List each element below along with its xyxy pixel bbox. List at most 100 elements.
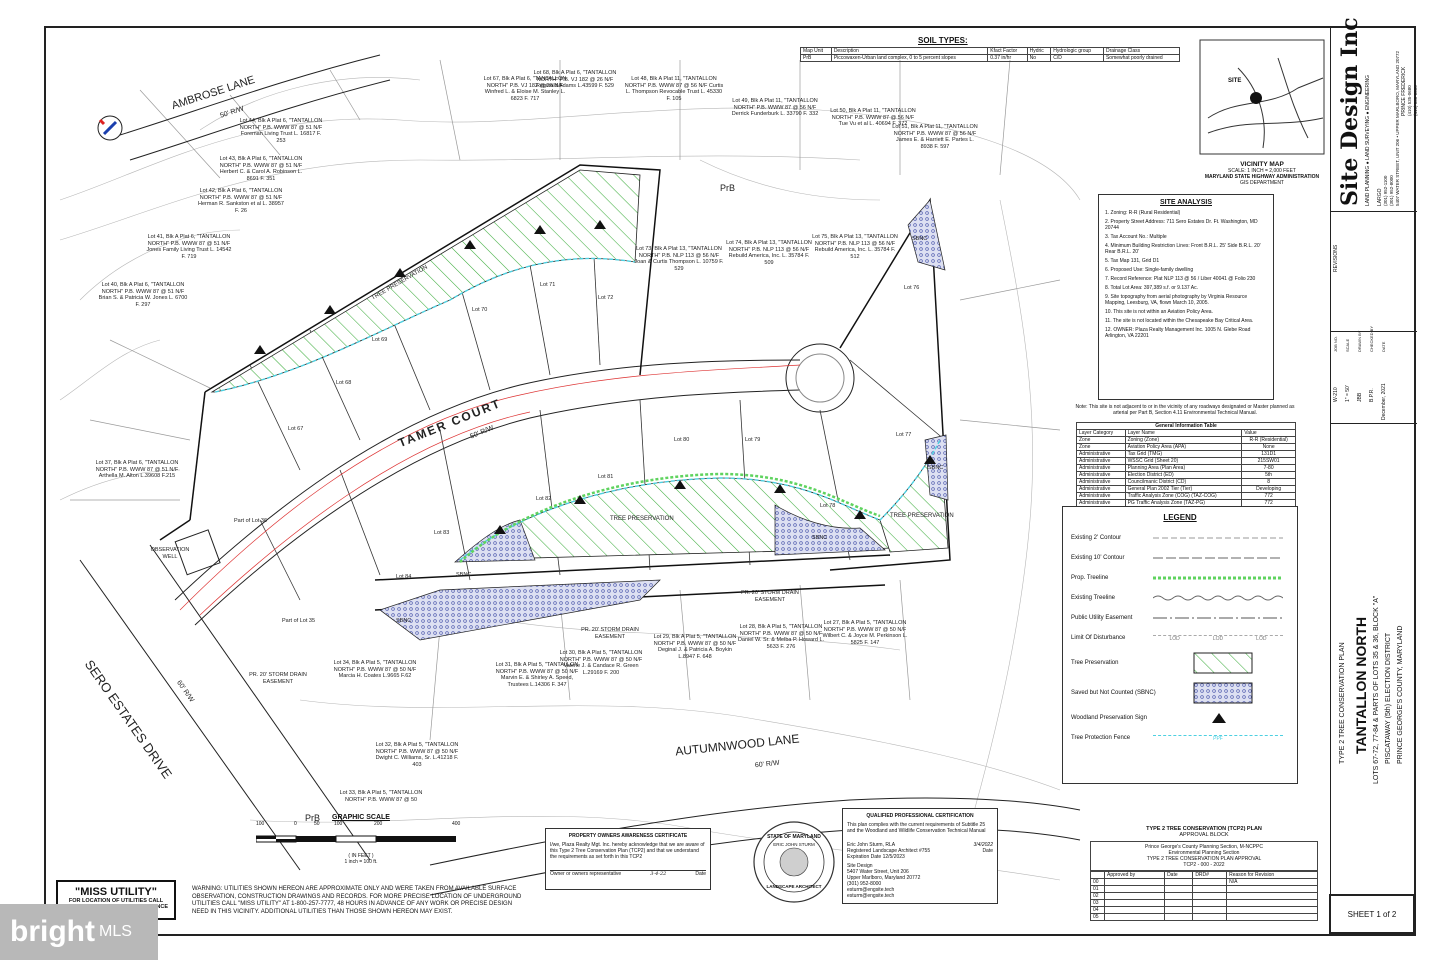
miss-utility-sub: FOR LOCATION OF UTILITIES CALL [68, 898, 164, 904]
vicinity-map: SITE VICINITY MAP SCALE: 1 INCH = 2,000 … [1198, 38, 1326, 188]
bright-mls-watermark: bright MLS [0, 904, 158, 960]
firm-phone: (301) 952-1100 [1383, 175, 1388, 206]
sheet-number: SHEET 1 of 2 [1347, 909, 1397, 919]
qualified-email: esturm@engsite.tech [847, 893, 895, 899]
owner-label: Lot 49, Blk A Plat 11, "TANTALLON NORTH"… [731, 98, 819, 117]
gi-cell: Developing [1241, 485, 1296, 493]
site-analysis-block: SITE ANALYSIS 1. Zoning: R-R (Rural Resi… [1098, 194, 1274, 400]
storm-drain-label: PR. 20' STORM DRAIN EASEMENT [249, 672, 307, 685]
vicinity-scale: SCALE: 1 INCH = 2,000 FEET [1228, 168, 1296, 174]
soil-types-block: SOIL TYPES: Map Unit Description Kfact F… [800, 36, 1181, 62]
scale-bar [255, 835, 456, 843]
owner-label: Lot 32, Blk A Plat 5, "TANTALLON NORTH" … [375, 742, 459, 768]
owners-cert-sig-label: Owner or owners representative [550, 871, 622, 877]
lot-label: Lot 81 [598, 474, 614, 480]
sbnc-area-2 [924, 434, 949, 501]
qualified-exp: Expiration Date 12/5/2023 [847, 854, 905, 860]
owner-label: Lot 37, Blk A Plat 6, "TANTALLON NORTH" … [95, 460, 179, 479]
project-district: PISCATAWAY (5th) ELECTION DISTRICT [1385, 632, 1392, 764]
legend-ppf: PPF [1153, 734, 1283, 742]
revisions-label: REVISIONS [1333, 244, 1339, 272]
project-county: PRINCE GEORGE'S COUNTY, MARYLAND [1397, 625, 1404, 764]
gi-cell: Planning Area (Plan Area) [1124, 464, 1243, 472]
gi-cell: Administrative [1076, 492, 1126, 500]
site-analysis-item: 12. OWNER: Plaza Realty Management Inc. … [1105, 327, 1251, 339]
graphic-scale-title: GRAPHIC SCALE [332, 814, 390, 821]
approval-cell: N/A [1226, 878, 1318, 886]
sheet-box: SHEET 1 of 2 [1329, 894, 1415, 934]
qualified-addr: Upper Marlboro, Maryland 20772 [847, 875, 921, 881]
scale-value: 1" = 50' [1345, 385, 1351, 402]
watermark-sub: MLS [98, 923, 132, 940]
scale-tick: 100 [334, 821, 343, 827]
lot-label: Lot 70 [472, 307, 488, 313]
gi-header: Value [1241, 429, 1296, 437]
soil-header: Drainage Class [1102, 47, 1181, 55]
legend-label: Existing 2' Contour [1071, 535, 1122, 541]
lot-label: Lot 78 [820, 503, 836, 509]
sbnc-area-1 [907, 199, 946, 271]
firm-phone: (301) 952-8000 [1389, 175, 1394, 206]
legend-lod-text: LOD [1212, 635, 1224, 642]
vicinity-site-label: SITE [1228, 78, 1242, 84]
lot-label: Lot 82 [536, 496, 552, 502]
date-value: December, 2021 [1381, 383, 1387, 420]
lot-label: Lot 83 [434, 530, 450, 536]
sbnc-label: SBNC [928, 465, 944, 471]
qualified-email: esturm@engsite.tech [847, 887, 895, 893]
vicinity-title: VICINITY MAP [1240, 161, 1284, 168]
firm-name-box: Site Design Inc LAND PLANNING ● LAND SUR… [1331, 17, 1418, 212]
gi-cell: 8 [1241, 478, 1296, 486]
utility-warning: WARNING: UTILITIES SHOWN HEREON ARE APPR… [192, 886, 522, 915]
owner-label: Lot 33, Blk A Plat 5, "TANTALLON NORTH" … [339, 790, 423, 803]
scale-tick: 400 [452, 821, 461, 827]
site-analysis-title: SITE ANALYSIS [1160, 199, 1212, 206]
legend-row: Limit Of Disturbance LOD LOD LOD [1071, 628, 1289, 648]
graphic-scale: GRAPHIC SCALE 100 0 50 100 200 400 ( IN … [255, 814, 466, 865]
approval-cell: 00 [1090, 878, 1105, 886]
site-analysis-item: 2. Property Street Address: 711 Sero Est… [1105, 219, 1258, 231]
title-block: Site Design Inc LAND PLANNING ● LAND SUR… [1329, 17, 1418, 936]
gi-cell: Election District (ED) [1124, 471, 1243, 479]
owners-cert-date: 3-4-22 [650, 871, 667, 877]
drawn-label: DRAWN BY [1357, 330, 1362, 352]
owner-label: Lot 34, Blk A Plat 5, "TANTALLON NORTH" … [333, 660, 417, 679]
site-analysis-item: 4. Minimum Building Restriction Lines: F… [1105, 243, 1261, 255]
soil-cell: C/D [1050, 54, 1104, 62]
soil-cell: Somewhat poorly drained [1102, 54, 1181, 62]
legend-swatch [1153, 557, 1283, 559]
drawing-sheet-border [44, 26, 1416, 936]
owner-label: Lot 41, Blk A Plat 6, "TANTALLON NORTH" … [146, 234, 232, 260]
sbnc-label: SBNC [812, 535, 828, 541]
soil-types-title: SOIL TYPES: [918, 36, 968, 45]
lot-label: Lot 80 [674, 437, 690, 443]
gi-cell: Councilmanic District (CD) [1124, 478, 1243, 486]
owner-label: Lot 48, Blk A Plat 11, "TANTALLON NORTH"… [624, 76, 724, 102]
seal-bottom: LANDSCAPE ARCHITECT [766, 884, 822, 889]
gi-cell: Administrative [1076, 478, 1126, 486]
qualified-phone: (301) 952-8000 [847, 881, 882, 887]
checked-value: B.P.R. [1369, 388, 1375, 402]
site-analysis-note: Note: This site is not adjacent to or in… [1075, 404, 1295, 416]
general-info-title: General Information Table [1076, 422, 1296, 429]
gi-cell: General Plan 2002 Tier (Tier) [1124, 485, 1243, 493]
legend-label: Public Utility Easement [1071, 615, 1133, 621]
project-name: TANTALLON NORTH [1353, 616, 1369, 754]
soil-header: Hydrologic group [1050, 47, 1104, 55]
legend-row: Prop. Treeline [1071, 568, 1289, 588]
legend-swatch [1153, 537, 1283, 539]
soil-header: Map Unit [800, 47, 832, 55]
legend-lod-text: LOD [1256, 635, 1267, 642]
revisions-box: REVISIONS [1331, 212, 1417, 332]
legend-row: Existing 2' Contour [1071, 528, 1289, 548]
owner-label: Lot 51, Blk A Plat 11, "TANTALLON NORTH"… [892, 124, 978, 150]
site-analysis-item: 9. Site topography from aerial photograp… [1105, 294, 1248, 306]
legend-row: Existing 10' Contour [1071, 548, 1289, 568]
soil-header: Kfact Factor [987, 47, 1028, 55]
gi-cell: Administrative [1076, 450, 1126, 458]
soil-types-table: Map Unit Description Kfact Factor Hydric… [800, 47, 1181, 62]
firm-phone: (410) 535-0680 [1407, 85, 1412, 116]
legend-label: Tree Protection Fence [1071, 735, 1131, 741]
legend-row: Woodland Preservation Sign [1071, 708, 1289, 728]
legend-swatch [1153, 595, 1283, 601]
